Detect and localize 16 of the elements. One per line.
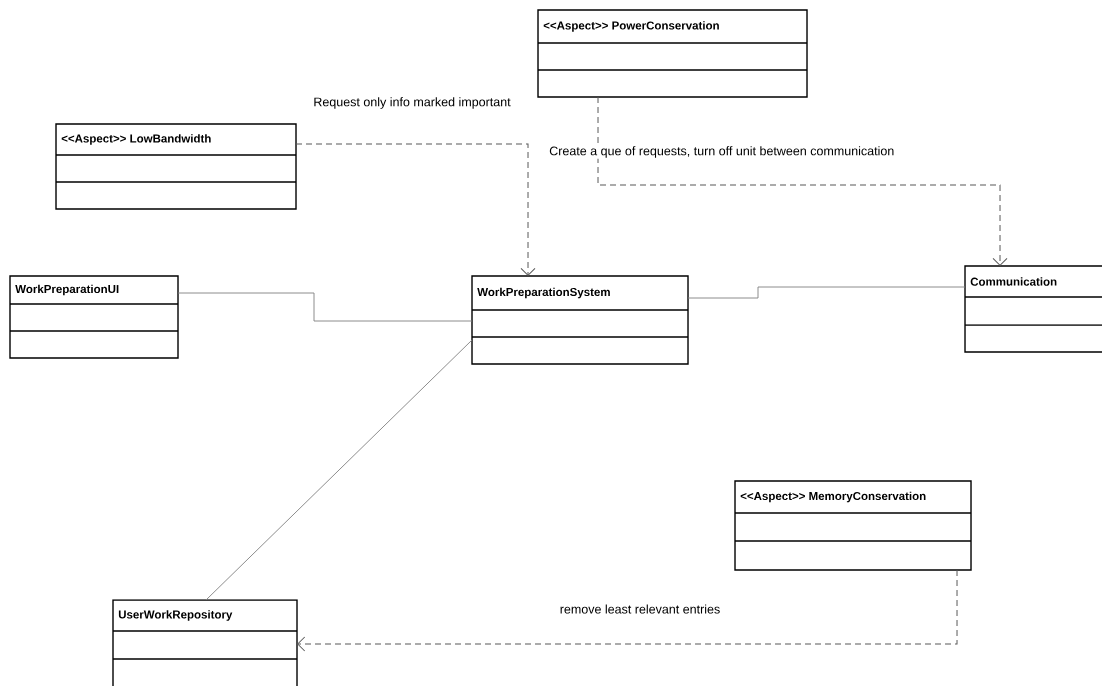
class-box: Communication [964, 265, 1102, 353]
association-line [205, 339, 473, 601]
edge-label: remove least relevant entries [558, 603, 722, 615]
dependency-arrow [597, 96, 1008, 266]
edge-label: Request only info marked important [312, 96, 512, 110]
association-line [687, 286, 966, 299]
class-box: WorkPreparationSystem [471, 275, 689, 365]
class-box: UserWorkRepository [112, 599, 298, 686]
association-line [177, 292, 473, 322]
class-box: <<Aspect>> PowerConservation [537, 9, 808, 98]
class-box: <<Aspect>> MemoryConservation [734, 480, 972, 571]
dependency-arrow [295, 143, 536, 276]
edge-label: Create a que of requests, turn off unit between communication [548, 145, 896, 159]
dependency-arrow [297, 569, 958, 652]
class-box: WorkPreparationUI [9, 275, 179, 359]
class-box: <<Aspect>> LowBandwidth [55, 123, 297, 210]
